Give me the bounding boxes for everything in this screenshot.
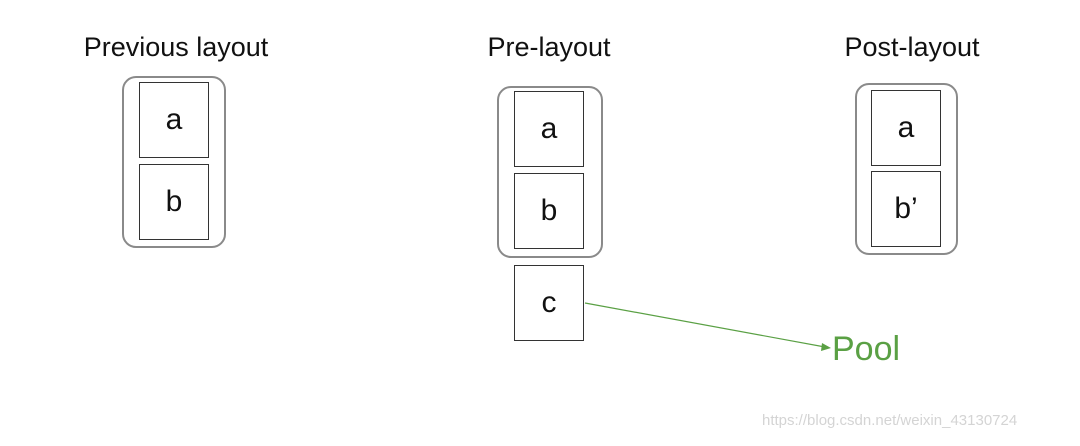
previous-layout-title: Previous layout (83, 32, 269, 62)
pool-label: Pool (832, 330, 901, 368)
post-layout-container (855, 83, 958, 255)
pre-layout-container (497, 86, 603, 258)
watermark-url: https://blog.csdn.net/weixin_43130724 (762, 412, 1018, 429)
pre-item-a: a (514, 91, 584, 167)
post-item-a: a (871, 90, 941, 166)
post-layout-title: Post-layout (844, 32, 980, 62)
post-item-b-prime: b’ (871, 171, 941, 247)
previous-item-a: a (139, 82, 209, 158)
previous-layout-container (122, 76, 226, 248)
recycle-arrow-line (584, 302, 826, 348)
pre-item-b: b (514, 173, 584, 249)
recycle-arrow-head (821, 343, 831, 351)
pre-layout-title: Pre-layout (487, 32, 611, 62)
pre-item-c-removed: c (514, 265, 584, 341)
previous-item-b: b (139, 164, 209, 240)
